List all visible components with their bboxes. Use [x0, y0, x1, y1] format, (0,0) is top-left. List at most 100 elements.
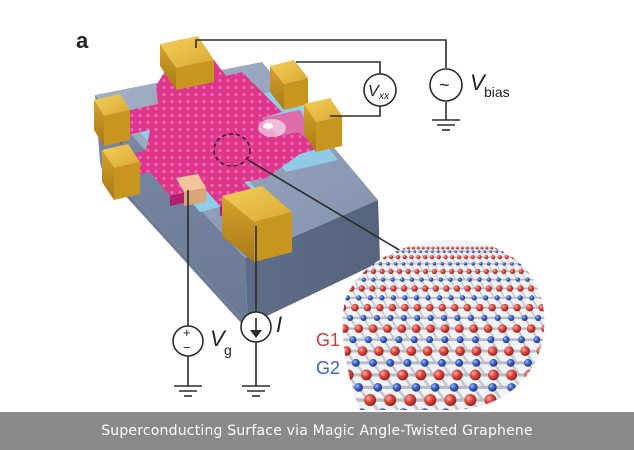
atom-g2: [489, 250, 493, 253]
lattice-bond: [513, 251, 518, 258]
atom-g2: [454, 314, 461, 321]
atom-g1: [389, 255, 394, 260]
atom-g1: [509, 246, 513, 250]
atom-g1: [464, 285, 471, 292]
atom-g2: [419, 277, 424, 282]
atom-g1: [426, 303, 434, 312]
atom-g1: [512, 324, 522, 333]
atom-g2: [351, 277, 357, 282]
lattice-bond: [525, 247, 529, 252]
atom-g1: [483, 268, 489, 275]
lattice-bond: [324, 298, 330, 308]
atom-g1: [553, 269, 558, 274]
atom-g1: [411, 285, 418, 292]
atom-g1: [431, 268, 437, 275]
atom-g1: [541, 324, 545, 333]
atom-g1: [451, 369, 463, 381]
atom-g1: [438, 303, 447, 312]
atom-g1: [342, 369, 354, 381]
atom-g1: [438, 346, 449, 356]
atom-g2: [411, 382, 421, 392]
atom-g2: [545, 277, 549, 281]
atom-g2: [512, 250, 516, 253]
atom-g2: [501, 250, 504, 253]
atom-g1: [506, 285, 514, 292]
atom-g1: [426, 246, 430, 250]
atom-g1: [326, 304, 333, 311]
atom-g1: [504, 246, 508, 250]
lattice-bond: [509, 399, 522, 410]
atom-g2: [395, 336, 403, 344]
atom-g2: [542, 250, 545, 253]
atom-g1: [404, 394, 417, 407]
atom-g1: [455, 346, 465, 356]
atom-g1: [538, 285, 545, 292]
atom-g1: [409, 255, 414, 260]
atom-g1: [388, 268, 394, 275]
atom-g2: [354, 382, 364, 392]
atom-g1: [531, 255, 536, 260]
atom-g1: [504, 394, 517, 407]
caption-text: Superconducting Surface via Magic Angle-…: [101, 423, 533, 439]
atom-g2: [521, 314, 528, 321]
atom-g2: [333, 295, 338, 300]
atom-g1: [342, 324, 349, 333]
atom-g1: [358, 285, 365, 292]
atom-g2: [471, 262, 475, 266]
atom-g1: [475, 303, 484, 312]
atom-g2: [486, 262, 491, 266]
atom-g1: [524, 246, 528, 250]
atom-g2: [425, 250, 428, 253]
atom-g2: [488, 382, 497, 392]
atom-g2: [506, 358, 515, 367]
lattice-bond: [540, 288, 545, 299]
atom-g1: [360, 369, 372, 381]
atom-g1: [495, 246, 499, 250]
atom-g1: [455, 246, 459, 250]
atom-g2: [508, 314, 515, 321]
atom-g2: [390, 295, 397, 301]
atom-g2: [449, 382, 459, 392]
vbias-main: V: [470, 70, 487, 95]
atom-g2: [360, 314, 367, 321]
current-label: I: [276, 312, 282, 337]
atom-g1: [484, 394, 497, 407]
atom-g2: [401, 262, 406, 266]
atom-g1: [511, 255, 516, 260]
atom-g2: [380, 336, 388, 344]
contact-left-upper: [94, 94, 130, 146]
atom-g2: [386, 262, 390, 266]
atom-g2: [518, 250, 522, 253]
caption-bar: Superconducting Surface via Magic Angle-…: [0, 412, 634, 450]
atom-g2: [371, 277, 376, 282]
atom-g2: [533, 262, 537, 266]
atom-g1: [470, 255, 475, 260]
atom-g1: [465, 246, 469, 250]
atom-g2: [367, 295, 373, 301]
lattice-bond: [548, 375, 557, 387]
atom-g1: [542, 369, 545, 381]
atom-g2: [479, 262, 483, 266]
atom-g1: [554, 247, 557, 250]
atom-g1: [538, 303, 545, 312]
lattice-bond: [549, 252, 552, 258]
atom-g1: [514, 246, 518, 250]
atom-g2: [344, 295, 350, 301]
gate-minus: −: [183, 340, 191, 355]
substrate-side: [245, 200, 380, 325]
atom-g1: [517, 285, 524, 292]
lattice-bond: [510, 247, 515, 252]
atom-g2: [460, 250, 463, 253]
g1-label: G1: [316, 330, 340, 350]
atom-g1: [466, 268, 472, 275]
atom-g2: [403, 358, 412, 367]
lattice-bond: [526, 256, 531, 265]
atom-g2: [390, 250, 393, 253]
lattice-bond: [540, 350, 545, 364]
lattice-bond: [342, 317, 345, 330]
lattice-bond: [537, 271, 544, 280]
lattice-bond: [547, 271, 551, 279]
atom-g1: [529, 246, 533, 250]
atom-g1: [363, 303, 372, 312]
